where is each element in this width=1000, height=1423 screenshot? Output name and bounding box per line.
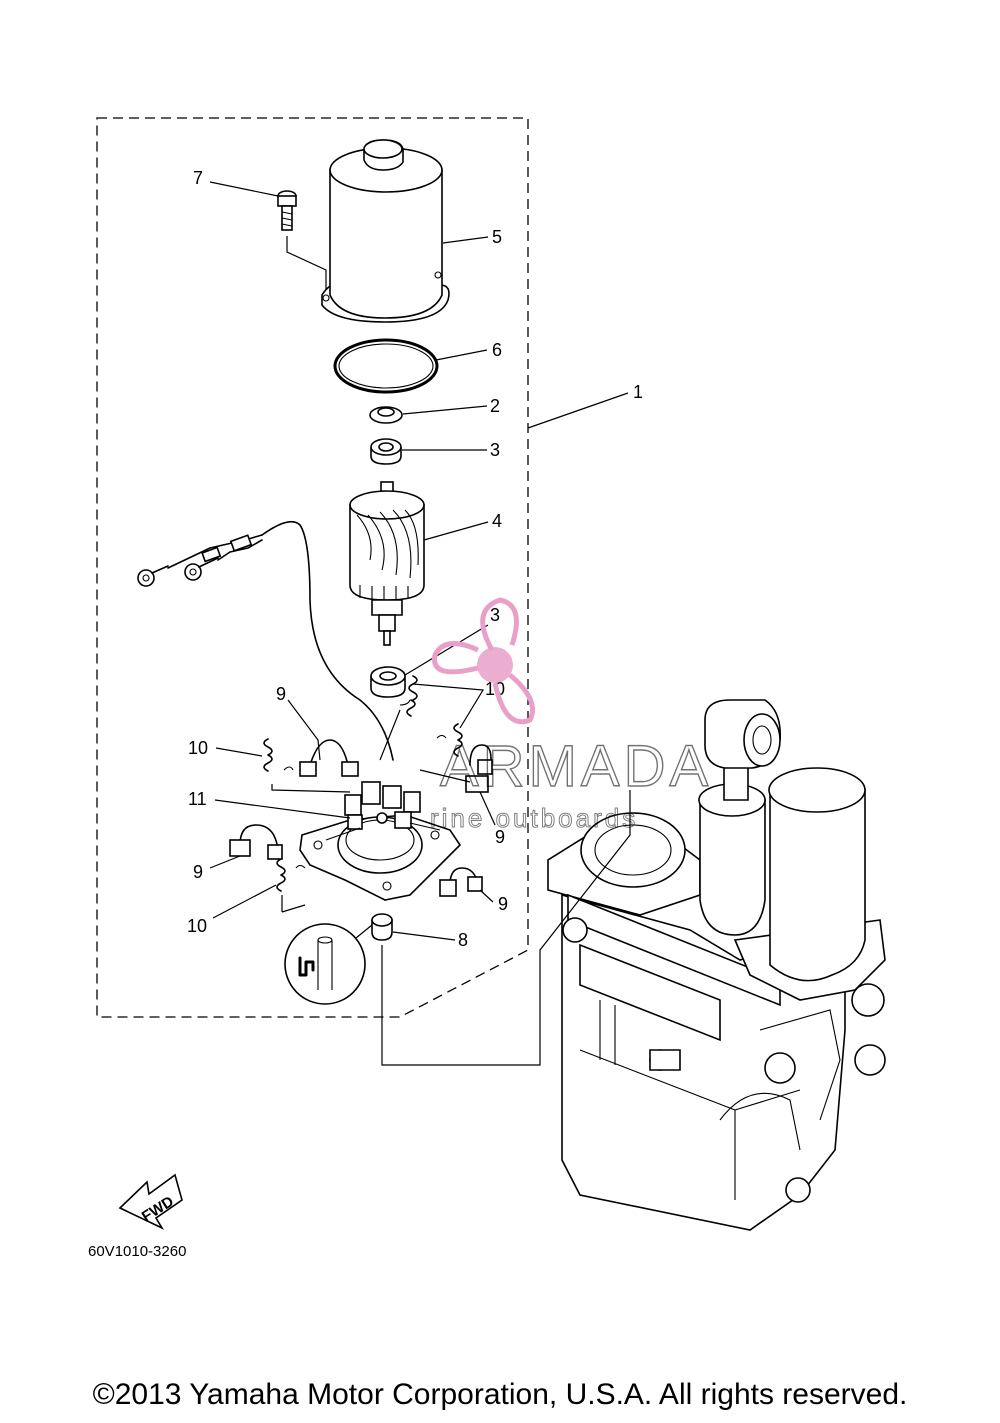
callout-3-lower: 3 (490, 605, 500, 625)
callout-9-top: 9 (276, 684, 286, 704)
watermark-subtitle: rine outboards (430, 803, 638, 833)
motor-yoke-part (321, 139, 450, 323)
leader-lines (209, 181, 631, 1066)
callout-9-right: 9 (495, 827, 505, 847)
bushing-part (371, 913, 393, 941)
wire-harness (137, 520, 394, 761)
brush-spring-parts (263, 675, 463, 892)
bearing-lower-part (370, 666, 406, 698)
watermark: ARMADA rine outboards (430, 597, 712, 834)
bearing-upper-part (370, 438, 402, 465)
callout-10-bottom: 10 (187, 916, 207, 936)
detail-callout-circle (284, 923, 373, 1005)
callout-7: 7 (193, 168, 203, 188)
callout-10-left: 10 (188, 738, 208, 758)
callout-5: 5 (492, 227, 502, 247)
brush-holder-part (299, 781, 462, 901)
callout-8: 8 (458, 930, 468, 950)
copyright-notice: ©2013 Yamaha Motor Corporation, U.S.A. A… (92, 1378, 908, 1411)
watermark-title: ARMADA (440, 734, 712, 799)
callout-11: 11 (188, 789, 207, 809)
screw-part (277, 190, 327, 290)
callout-numbers: 7 5 6 1 2 3 4 3 9 10 10 11 9 9 9 10 8 (187, 168, 643, 950)
callout-1: 1 (633, 382, 643, 402)
oil-seal-part (369, 406, 403, 424)
callout-9-bottom: 9 (498, 894, 508, 914)
assembly-boundary (96, 117, 529, 1018)
watermark-propeller-logo (432, 597, 535, 725)
callout-4: 4 (492, 511, 502, 531)
drawing-code: 60V1010-3260 (88, 1243, 186, 1260)
callout-6: 6 (492, 340, 502, 360)
armature-part (349, 481, 425, 646)
o-ring-part (333, 338, 439, 394)
fwd-arrow-icon: FWD (118, 1173, 183, 1230)
brush-parts (229, 739, 493, 897)
callout-3-upper: 3 (490, 440, 500, 460)
tilt-trim-unit (547, 699, 886, 1231)
callout-9-left: 9 (193, 862, 203, 882)
callout-2: 2 (490, 396, 500, 416)
